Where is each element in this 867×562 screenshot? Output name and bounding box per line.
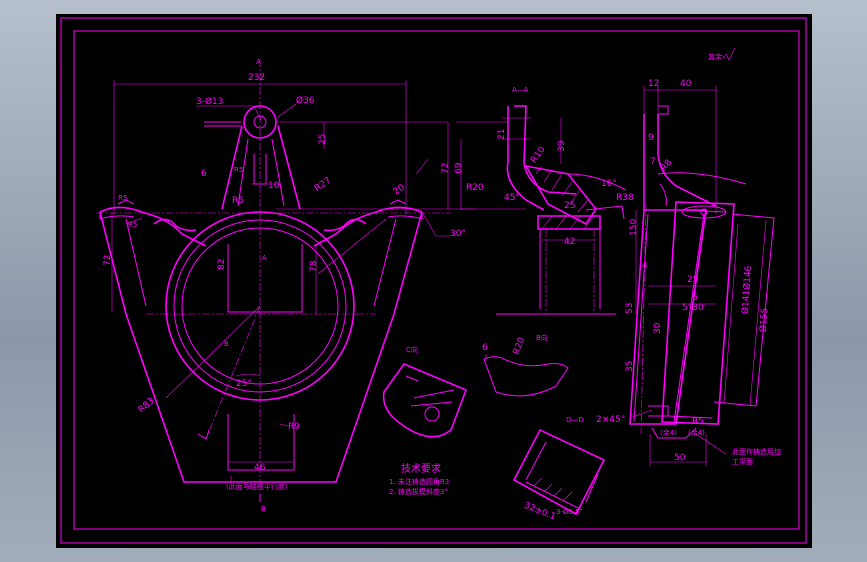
side-dim-4: 4 (642, 261, 648, 271)
aa-dim-42: 42 (564, 237, 575, 247)
dim-72-right: 72 (441, 163, 451, 174)
side-dim-r8: R8 (659, 158, 675, 174)
dd-note: 3-Ø8.5 (556, 508, 580, 516)
center-mark: A (262, 254, 267, 262)
dim-r5-top: R5 (234, 166, 243, 174)
view-b-label: B向 (536, 333, 548, 342)
section-dd: 32±0.1 3-Ø8.5 D—D (512, 416, 606, 523)
view-b: B向 6 R20 (482, 333, 569, 397)
dd-label: D—D (566, 416, 584, 424)
dim-r83: R83 (137, 396, 157, 415)
outer-frame (60, 17, 807, 544)
boss-dia: Ø36 (296, 95, 315, 106)
side-dim-ring: Ø141Ø146 (740, 265, 754, 314)
dim-46: 46 (254, 463, 266, 473)
side-dim-40: 40 (680, 79, 692, 89)
main-view: A B 232 3-Ø13 Ø36 25 6 R5 10 R5 R27 (96, 58, 476, 513)
view-c-label: C向 (406, 345, 418, 354)
b-dim-6: 6 (482, 343, 488, 353)
dim-r9: R9 (288, 422, 300, 432)
dim-30deg: 30° (450, 229, 466, 239)
aa-dim-16deg: 16° (601, 179, 617, 189)
section-aa: A—A 21 39 R10 R20 45° 16° R38 25 (456, 86, 634, 315)
tech-requirements: 技术要求 1. 未注铸造圆角R3 2. 铸造拔模斜度3° (389, 462, 449, 496)
side-dim-r5: R5 (692, 417, 704, 427)
aa-dim-39: 39 (557, 140, 567, 152)
dim-82: 82 (217, 259, 227, 270)
dd-dim-32: 32±0.1 (522, 501, 557, 523)
side-dim-150: 150 (629, 219, 639, 236)
dim-25: 25 (318, 134, 328, 145)
side-view: 12 40 9 R8 7 150 4 25 6 5°30′ 53 30 35 Ø… (596, 79, 781, 466)
dim-69: 69 (454, 162, 464, 174)
aa-dim-r10: R10 (529, 145, 548, 165)
dim-78: 78 (309, 260, 319, 272)
tech-line2: 2. 铸造拔模斜度3° (389, 487, 448, 496)
side-note-line1: 此面作铸造后加 (732, 447, 781, 456)
dim-20: 20 (392, 183, 407, 198)
side-dim-53: 53 (625, 303, 635, 314)
aa-dim-r20: R20 (466, 183, 484, 193)
dim-r27: R27 (313, 176, 333, 194)
drawing-sheet[interactable]: 其余√ A B 232 3-Ø13 Ø36 25 6 (56, 14, 812, 548)
dim-10: 10 (268, 181, 280, 191)
side-dim-50: 50 (674, 453, 686, 463)
side-note-small: (余4) (660, 428, 677, 437)
dim-6: 6 (201, 169, 207, 179)
dim-72-left: 72 (103, 255, 113, 266)
roughness-note: 其余√ (708, 52, 727, 61)
hole-callout: 3-Ø13 (196, 96, 224, 107)
dim-r5-left-top: R5 (118, 194, 127, 202)
side-dim-155: Ø155 (758, 308, 771, 333)
side-dim-35: 35 (625, 361, 635, 372)
view-c: C向 (382, 345, 468, 438)
dim-r5-left: R5 (128, 221, 137, 229)
side-note-right: (余4) (688, 428, 705, 437)
tech-title: 技术要求 (401, 462, 441, 475)
dim-232: 232 (248, 73, 265, 83)
view-top-mark: A (256, 58, 261, 66)
section-mark: B (224, 340, 229, 348)
tech-line1: 1. 未注铸造圆角R3 (389, 477, 449, 486)
base-note: (此面与轴线平行度) (226, 482, 288, 491)
side-dim-6: 6 (692, 293, 698, 303)
side-dim-7: 7 (650, 157, 656, 167)
inner-frame (73, 30, 800, 530)
aa-dim-21: 21 (497, 129, 507, 140)
side-dim-12: 12 (648, 79, 659, 89)
dim-r5: R5 (232, 196, 244, 206)
dim-25deg: 25° (236, 379, 252, 389)
b-dim-r20: R20 (512, 336, 528, 356)
cad-drawing: 其余√ A B 232 3-Ø13 Ø36 25 6 (60, 17, 807, 544)
side-note-line2: 工平面 (732, 458, 753, 466)
roughness-symbol (725, 47, 736, 61)
side-dim-9: 9 (648, 133, 654, 143)
side-dim-30: 30 (653, 322, 663, 334)
aa-dim-25: 25 (564, 201, 575, 211)
aa-dim-r38: R38 (616, 193, 634, 203)
side-dim-2x45: 2×45° (596, 415, 625, 425)
section-aa-label: A—A (512, 86, 529, 94)
side-dim-5deg: 5°30′ (682, 303, 706, 313)
side-dim-25: 25 (687, 275, 698, 285)
aa-dim-45deg: 45° (504, 193, 520, 203)
view-bottom-mark: B (261, 505, 266, 513)
